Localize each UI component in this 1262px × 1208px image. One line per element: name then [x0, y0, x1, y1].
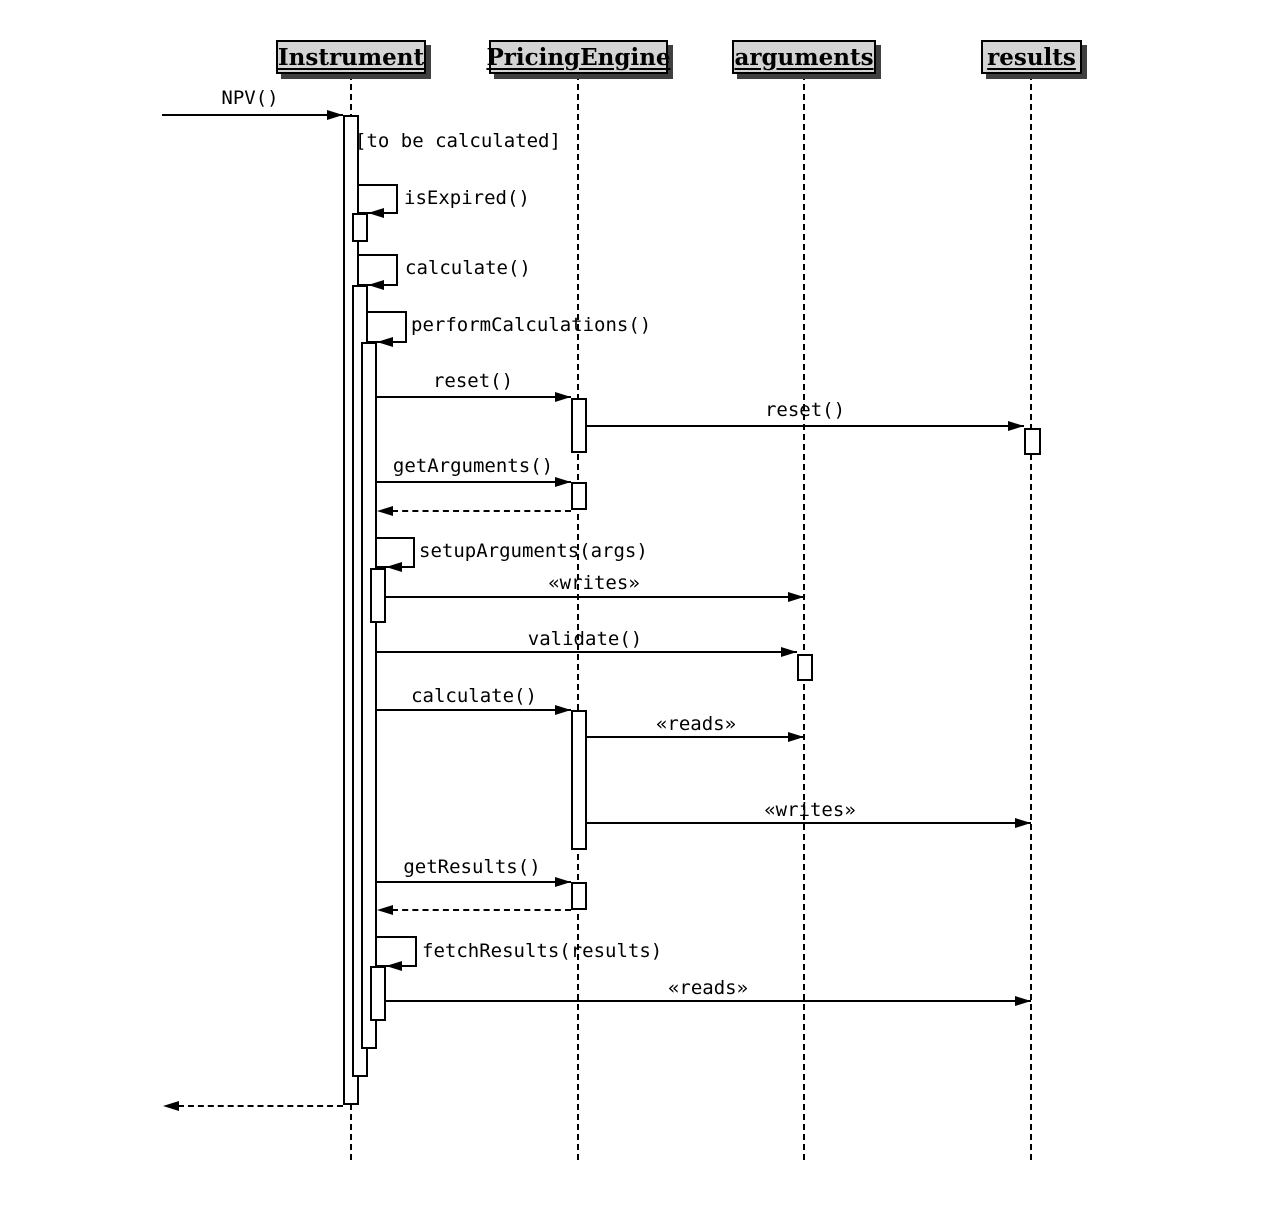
arrowhead-calculate-engine: [555, 705, 571, 715]
activation-bar-pricingengine-getarguments: [571, 482, 587, 510]
return-arrow-npv: [178, 1105, 343, 1107]
lifeline-header-results: results: [981, 40, 1082, 74]
activation-bar-instrument-performcalculations: [361, 342, 377, 1049]
message-label-writes-results: «writes»: [764, 799, 856, 821]
message-label-reset-engine: reset(): [432, 370, 514, 392]
arrowhead-reads-arguments: [788, 732, 804, 742]
arrowhead-validate: [781, 647, 797, 657]
activation-bar-instrument-fetchresults: [370, 966, 386, 1021]
arrowhead-calculate-self: [368, 280, 384, 290]
arrowhead-writes-results: [1015, 818, 1031, 828]
arrowhead-getarguments: [555, 477, 571, 487]
lifeline-results: [1030, 74, 1032, 1160]
message-arrow-npv: [162, 114, 343, 116]
arrowhead-reads-results: [1015, 996, 1031, 1006]
lifeline-header-pricingengine: PricingEngine: [486, 40, 671, 74]
message-arrow-getarguments: [377, 481, 571, 483]
activation-bar-instrument-isexpired: [352, 213, 368, 242]
lifeline-header-instrument-label: Instrument: [277, 43, 425, 71]
return-arrow-getresults: [392, 909, 571, 911]
arrowhead-return-getresults: [377, 905, 393, 915]
message-arrow-writes-results: [587, 822, 1031, 824]
activation-bar-pricingengine-calculate: [571, 710, 587, 850]
arrowhead-writes-arguments: [788, 592, 804, 602]
lifeline-header-instrument: Instrument: [276, 40, 426, 74]
message-label-writes-arguments: «writes»: [548, 572, 640, 594]
message-label-npv: NPV(): [221, 87, 279, 109]
message-arrow-getresults: [377, 881, 571, 883]
message-label-reads-results: «reads»: [667, 977, 749, 999]
arrowhead-isexpired: [368, 208, 384, 218]
lifeline-header-results-label: results: [987, 43, 1076, 71]
return-arrow-getarguments: [392, 510, 571, 512]
activation-bar-pricingengine-getresults: [571, 882, 587, 910]
arrowhead-setuparguments: [386, 562, 402, 572]
message-arrow-calculate-engine: [377, 709, 571, 711]
arrowhead-performcalculations: [377, 337, 393, 347]
activation-bar-pricingengine-reset: [571, 398, 587, 453]
message-label-performcalculations: performCalculations(): [411, 314, 652, 336]
arrowhead-return-getarguments: [377, 506, 393, 516]
message-label-reads-arguments: «reads»: [655, 713, 737, 735]
message-label-reset-results: reset(): [764, 399, 846, 421]
arrowhead-fetchresults: [386, 961, 402, 971]
message-arrow-writes-arguments: [386, 596, 804, 598]
message-arrow-validate: [377, 651, 797, 653]
message-label-getresults: getResults(): [403, 856, 541, 878]
message-arrow-reset-engine: [377, 396, 571, 398]
arrowhead-reset-engine: [555, 392, 571, 402]
activation-bar-results-reset: [1024, 428, 1041, 455]
arrowhead-reset-results: [1008, 421, 1024, 431]
arrowhead-return-npv: [163, 1101, 179, 1111]
arrowhead-getresults: [555, 877, 571, 887]
lifeline-header-pricingengine-label: PricingEngine: [486, 43, 671, 71]
message-label-getarguments: getArguments(): [392, 455, 554, 477]
message-arrow-reset-results: [587, 425, 1024, 427]
activation-bar-instrument-setuparguments: [370, 568, 386, 623]
message-label-setuparguments: setupArguments(args): [419, 540, 648, 562]
activation-bar-arguments-validate: [797, 654, 813, 681]
message-arrow-reads-results: [386, 1000, 1031, 1002]
message-arrow-reads-arguments: [587, 736, 804, 738]
lifeline-header-arguments-label: arguments: [734, 43, 874, 71]
message-label-isexpired: isExpired(): [404, 187, 530, 209]
lifeline-pricingengine: [577, 74, 579, 1160]
arrowhead-npv: [327, 110, 343, 120]
message-label-validate: validate(): [527, 628, 643, 650]
message-label-calculate-engine: calculate(): [411, 685, 537, 707]
lifeline-arguments: [803, 74, 805, 1160]
message-label-fetchresults: fetchResults(results): [422, 940, 663, 962]
guard-label: [to be calculated]: [355, 130, 561, 152]
message-label-calculate-self: calculate(): [405, 257, 531, 279]
lifeline-header-arguments: arguments: [732, 40, 876, 74]
